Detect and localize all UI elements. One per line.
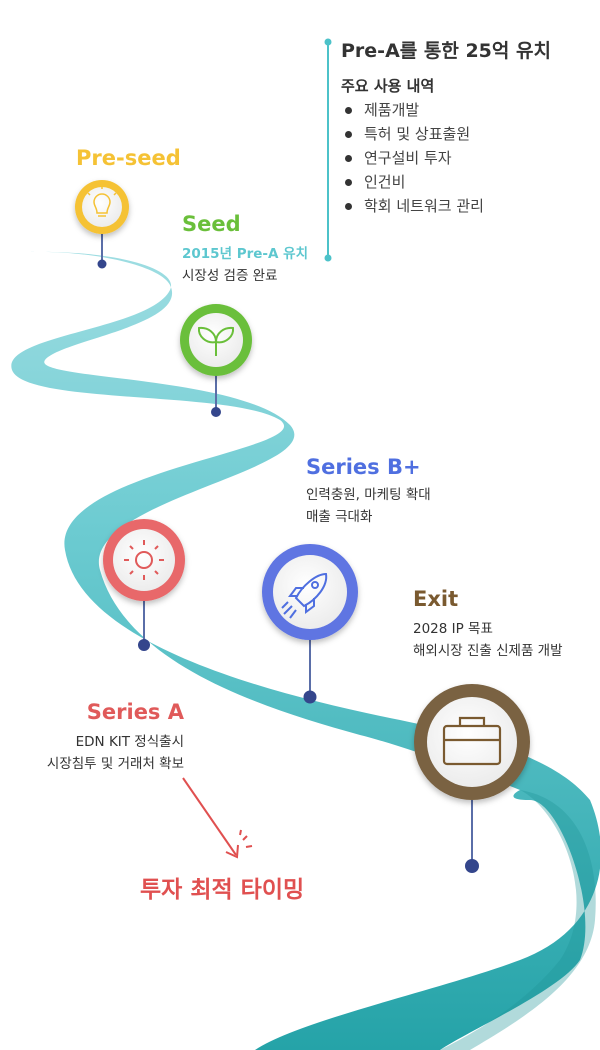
seriesB-title: Series B+	[306, 455, 421, 479]
preseed-pin	[97, 259, 107, 269]
sprout-icon	[197, 326, 235, 356]
seed-desc: 시장성 검증 완료	[182, 268, 278, 284]
exit-title: Exit	[413, 587, 459, 611]
bullet-icon	[345, 155, 352, 162]
seed-pin	[211, 407, 221, 417]
exit-badge	[414, 684, 530, 800]
seriesA-badge	[103, 519, 185, 601]
info-title: Pre-A를 통한 25억 유치	[341, 40, 551, 62]
bullet-icon	[345, 107, 352, 114]
exit-desc-2: 해외시장 진출 신제품 개발	[413, 643, 563, 659]
list-item: 특허 및 상표출원	[342, 122, 484, 146]
info-subtitle: 주요 사용 내역	[341, 77, 435, 95]
seriesB-badge	[262, 544, 358, 640]
seriesA-title: Series A	[86, 700, 184, 724]
road-shade	[440, 790, 596, 1050]
seriesA-desc-2: 시장침투 및 거래처 확보	[46, 756, 184, 772]
seriesB-desc-2: 매출 극대화	[306, 509, 373, 525]
seed-title: Seed	[182, 212, 241, 236]
exit-pin	[465, 859, 479, 873]
list-item: 인건비	[342, 170, 484, 194]
rocket-icon	[281, 572, 328, 619]
list-item: 연구설비 투자	[342, 146, 484, 170]
bullet-icon	[345, 179, 352, 186]
exit-desc-1: 2028 IP 목표	[413, 621, 493, 637]
timing-arrow	[182, 777, 253, 859]
info-usage-list: 제품개발 특허 및 상표출원 연구설비 투자 인건비 학회 네트워크 관리	[342, 98, 484, 218]
list-item: 학회 네트워크 관리	[342, 194, 484, 218]
briefcase-icon	[442, 716, 502, 766]
seriesB-desc-1: 인력충원, 마케팅 확대	[306, 487, 431, 503]
bullet-icon	[345, 203, 352, 210]
sun-icon	[124, 540, 164, 580]
seriesA-pin	[138, 639, 150, 651]
bullet-icon	[345, 131, 352, 138]
info-accent-dot-bottom	[324, 254, 332, 262]
road-band	[11, 251, 600, 1050]
preseed-title: Pre-seed	[76, 146, 181, 170]
list-item: 제품개발	[342, 98, 484, 122]
seriesB-pin	[303, 690, 317, 704]
seriesA-desc-1: EDN KIT 정식출시	[75, 734, 184, 750]
info-accent-dot-top	[324, 38, 332, 46]
seed-highlight: 2015년 Pre-A 유치	[182, 246, 308, 262]
timing-label: 투자 최적 타이밍	[140, 877, 305, 903]
lightbulb-icon	[87, 186, 117, 217]
